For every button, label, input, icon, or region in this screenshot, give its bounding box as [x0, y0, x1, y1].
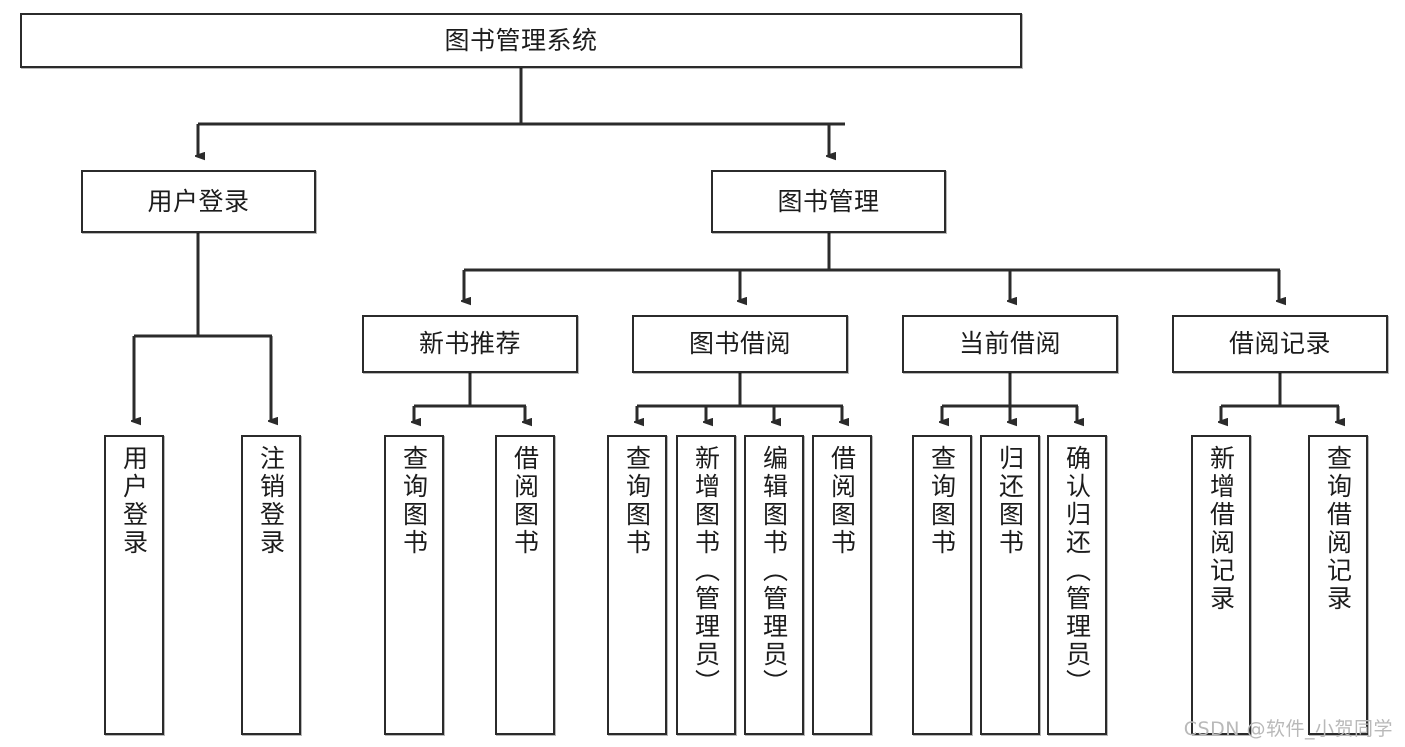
- node-leaf-borrow-book-1-label: 借阅图书: [510, 445, 540, 557]
- node-leaf-query-book-3[interactable]: 查询图书: [912, 435, 972, 735]
- node-leaf-add-book-label: 新增图书（管理员）: [691, 445, 721, 697]
- node-leaf-edit-book-label: 编辑图书（管理员）: [759, 445, 789, 697]
- node-leaf-borrow-book-2-label: 借阅图书: [827, 445, 857, 557]
- node-book-borrow[interactable]: 图书借阅: [632, 315, 848, 373]
- node-borrow-record-label: 借阅记录: [1228, 329, 1331, 359]
- node-leaf-return-book-label: 归还图书: [995, 445, 1025, 557]
- node-leaf-query-book-2[interactable]: 查询图书: [607, 435, 667, 735]
- node-book-borrow-label: 图书借阅: [688, 329, 791, 359]
- node-leaf-confirm-return-label: 确认归还（管理员）: [1062, 445, 1092, 697]
- node-leaf-user-login-label: 用户登录: [119, 445, 149, 557]
- node-leaf-logout-label: 注销登录: [256, 445, 286, 557]
- node-book-management[interactable]: 图书管理: [711, 170, 946, 233]
- node-leaf-query-book-2-label: 查询图书: [622, 445, 652, 557]
- node-leaf-borrow-book-1[interactable]: 借阅图书: [495, 435, 555, 735]
- node-book-management-label: 图书管理: [777, 186, 880, 216]
- node-current-borrow[interactable]: 当前借阅: [902, 315, 1118, 373]
- node-root[interactable]: 图书管理系统: [20, 13, 1022, 68]
- edges-userlogin-to-leaves: [134, 233, 272, 421]
- edges-root-to-level2: [198, 67, 845, 156]
- node-leaf-user-login[interactable]: 用户登录: [104, 435, 164, 735]
- edges-currentborrow-to-leaves: [942, 373, 1078, 422]
- node-leaf-add-book[interactable]: 新增图书（管理员）: [676, 435, 736, 735]
- node-borrow-record[interactable]: 借阅记录: [1172, 315, 1388, 373]
- edges-newbook-to-leaves: [414, 373, 526, 422]
- node-leaf-logout[interactable]: 注销登录: [241, 435, 301, 735]
- node-current-borrow-label: 当前借阅: [958, 329, 1061, 359]
- edges-borrowrecord-to-leaves: [1221, 373, 1339, 422]
- node-leaf-query-book-1-label: 查询图书: [399, 445, 429, 557]
- node-user-login-label: 用户登录: [147, 186, 250, 216]
- node-leaf-confirm-return[interactable]: 确认归还（管理员）: [1047, 435, 1107, 735]
- node-leaf-add-record-label: 新增借阅记录: [1206, 445, 1236, 613]
- node-leaf-return-book[interactable]: 归还图书: [980, 435, 1040, 735]
- node-leaf-query-book-1[interactable]: 查询图书: [384, 435, 444, 735]
- node-leaf-borrow-book-2[interactable]: 借阅图书: [812, 435, 872, 735]
- node-user-login[interactable]: 用户登录: [81, 170, 316, 233]
- node-leaf-add-record[interactable]: 新增借阅记录: [1191, 435, 1251, 735]
- node-leaf-query-book-3-label: 查询图书: [927, 445, 957, 557]
- edges-bookborrow-to-leaves: [637, 373, 843, 422]
- node-leaf-query-record-label: 查询借阅记录: [1323, 445, 1353, 613]
- node-new-book-recommend[interactable]: 新书推荐: [362, 315, 578, 373]
- node-leaf-query-record[interactable]: 查询借阅记录: [1308, 435, 1368, 735]
- edges-bookmanagement-to-level3: [464, 233, 1280, 301]
- node-new-book-recommend-label: 新书推荐: [418, 329, 521, 359]
- node-leaf-edit-book[interactable]: 编辑图书（管理员）: [744, 435, 804, 735]
- node-root-label: 图书管理系统: [444, 25, 598, 55]
